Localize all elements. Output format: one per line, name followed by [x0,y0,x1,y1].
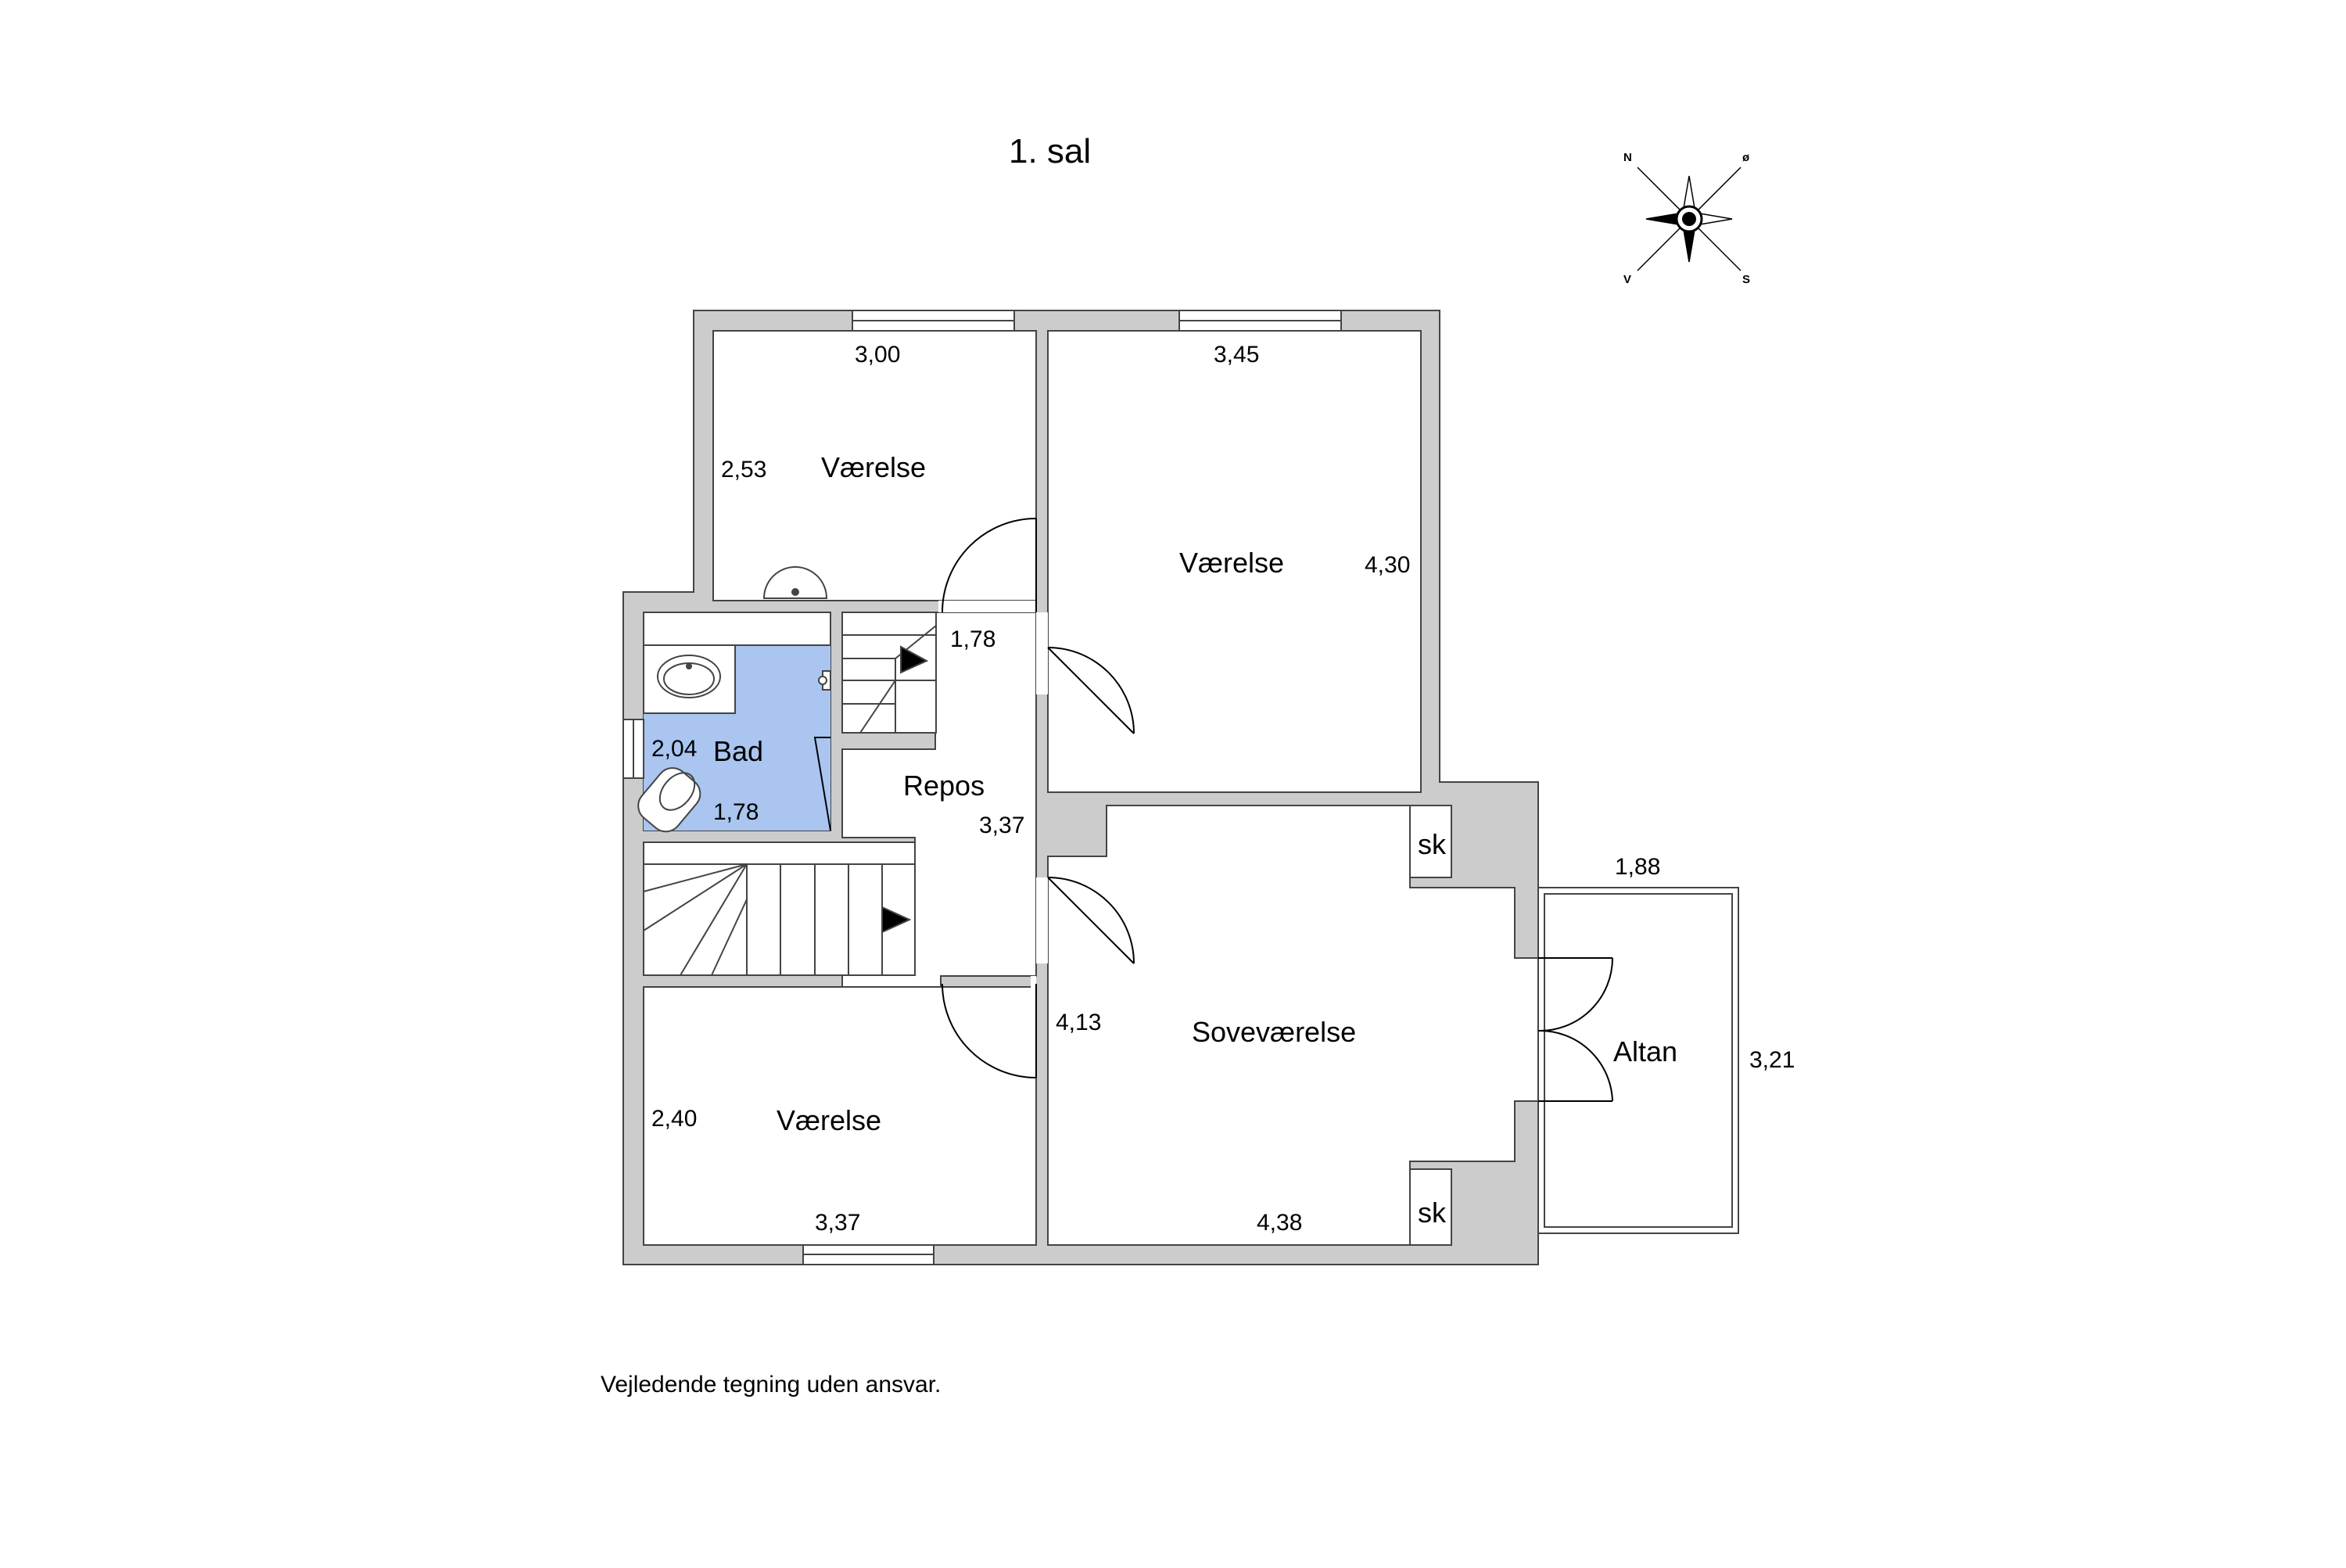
label-bad: Bad [713,735,763,767]
dim-stair-top: 1,78 [950,626,995,652]
altan-balcony [1537,887,1739,1234]
washbasin-bad-icon [657,655,721,698]
door-top-left-room [942,518,1037,613]
label-sk-bottom: sk [1418,1197,1447,1229]
label-sk-top: sk [1418,828,1447,860]
dim-tr-height: 4,30 [1365,552,1410,578]
label-altan: Altan [1613,1035,1677,1067]
dim-bad-height: 2,04 [651,736,697,762]
label-vaerelse-top-left: Værelse [821,451,926,483]
disclaimer-note: Vejledende tegning uden ansvar. [601,1372,941,1398]
room-vaerelse-top-left [712,330,1037,601]
door-altan-bottom [1537,1029,1613,1102]
dim-tl-height: 2,53 [721,457,766,483]
label-repos: Repos [903,770,985,802]
stairs-lower [643,863,915,976]
shower-tap-icon [818,670,831,691]
floor-title: 1. sal [1009,132,1091,170]
room-labels: Værelse Værelse Bad Repos Værelse Sovevæ… [713,451,1677,1229]
label-sovevaerelse: Soveværelse [1192,1016,1356,1048]
dim-tr-width: 3,45 [1214,342,1259,368]
stairs-upper [841,612,937,734]
doors [813,518,1613,1102]
dim-sov-height: 4,13 [1056,1010,1101,1035]
dim-altan-height: 3,21 [1749,1047,1795,1073]
dim-altan-width: 1,88 [1615,854,1660,880]
compass-west-label: V [1623,273,1631,286]
dimension-labels: 3,00 2,53 3,45 4,30 1,78 2,04 1,78 3,37 … [651,342,1795,1236]
compass-north-label: N [1623,151,1632,164]
compass-south-label: S [1742,273,1750,286]
washbasin-top-left-icon [762,566,828,599]
dim-bad-width: 1,78 [713,799,759,825]
closet-bottom [1409,1168,1452,1246]
walls [622,310,1550,1265]
door-top-right-room [1047,647,1135,734]
dim-sov-width: 4,38 [1257,1210,1302,1236]
door-bad [813,737,831,831]
dim-bl-height: 2,40 [651,1106,697,1132]
room-vaerelse-top-right [1047,330,1422,793]
compass-rose-icon: N ø V S [1623,151,1750,286]
room-sovevaerelse [1047,805,1539,1246]
dim-tl-width: 3,00 [855,342,900,368]
dim-bl-width: 3,37 [815,1210,860,1236]
room-stairs-lower [643,841,916,976]
room-vaerelse-bottom-left [643,986,1037,1246]
dim-repos-height: 3,37 [979,813,1024,838]
windows [622,310,1342,1265]
label-vaerelse-top-right: Værelse [1179,547,1284,579]
fixtures [637,566,831,833]
door-altan-top [1537,957,1613,1032]
door-bottom-left-room [942,983,1037,1078]
label-vaerelse-bottom-left: Værelse [777,1104,881,1136]
toilet-icon [637,767,701,833]
compass-east-label: ø [1742,151,1750,164]
closet-top [1409,805,1452,878]
door-soveroom [1047,877,1135,964]
